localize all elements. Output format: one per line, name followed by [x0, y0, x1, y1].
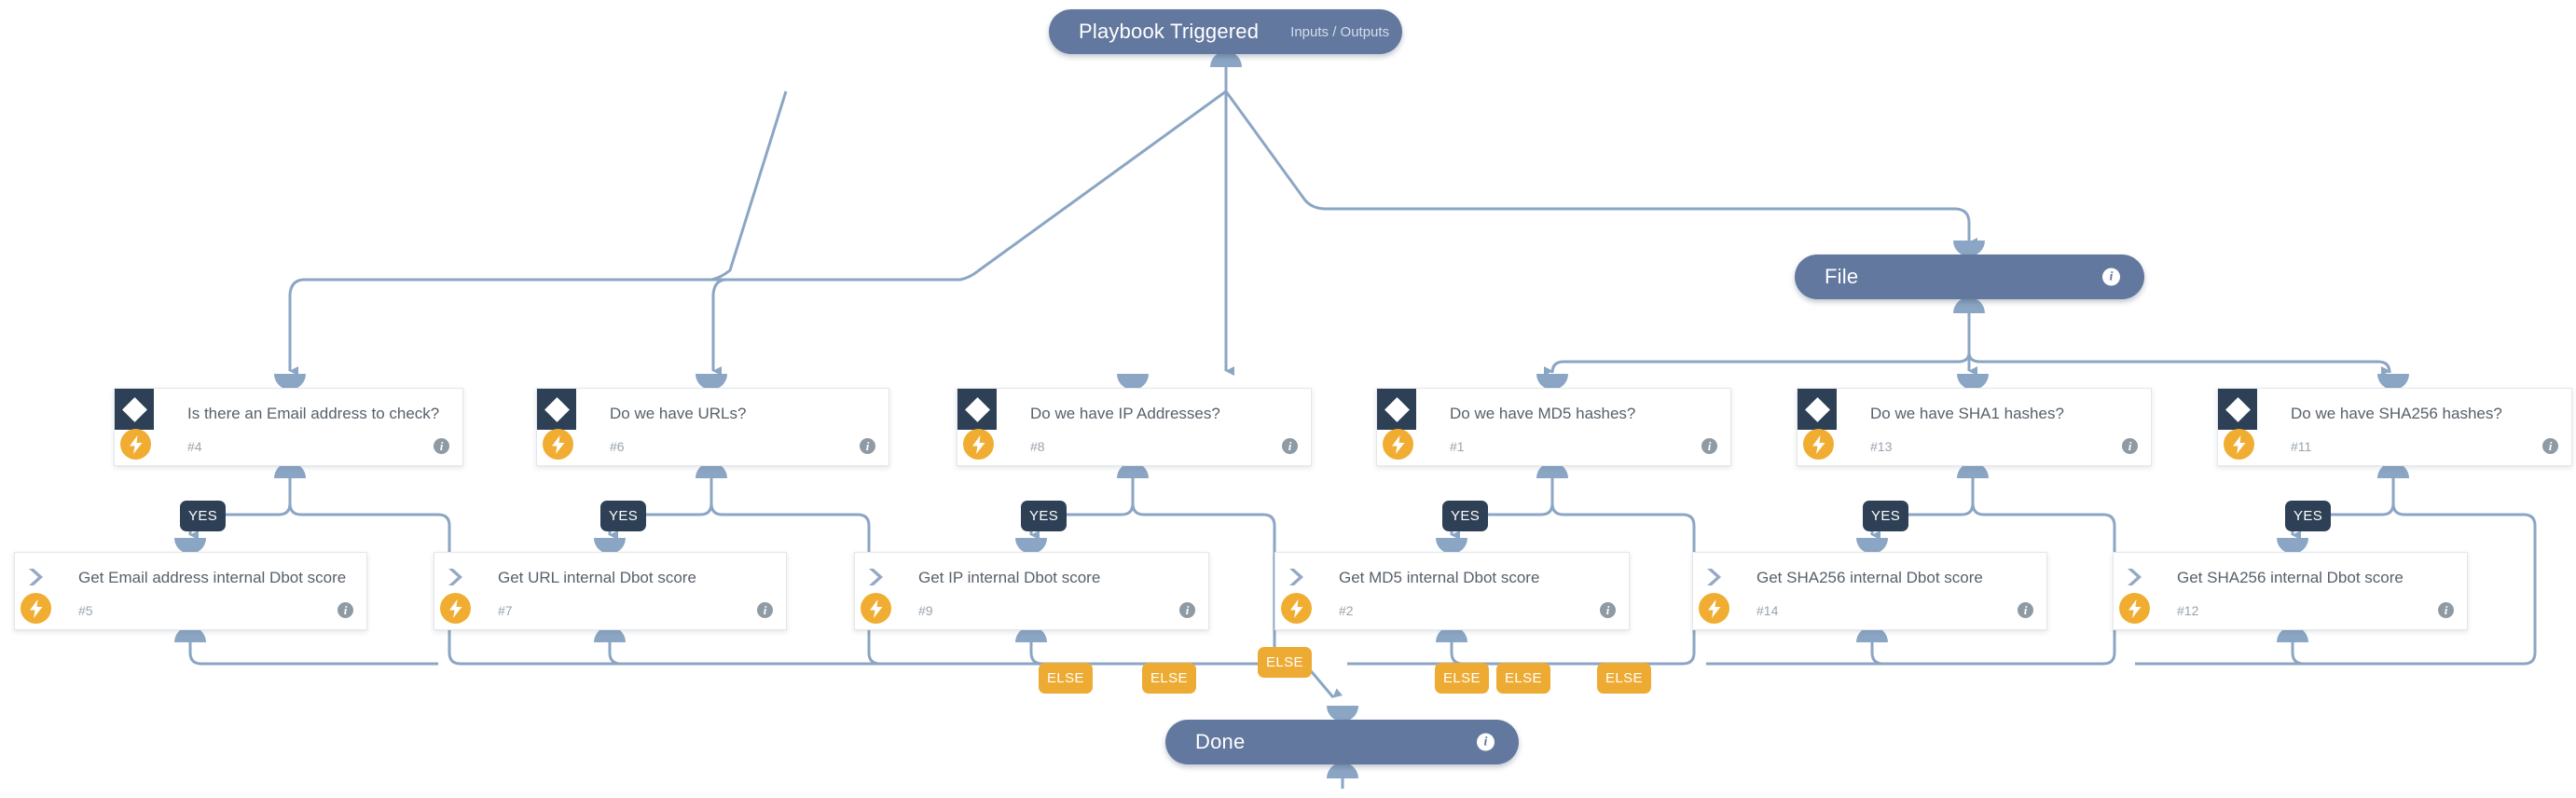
card-number: #6	[610, 439, 625, 454]
branch-badge-else[interactable]: ELSE	[1496, 663, 1550, 694]
info-icon[interactable]: i	[1179, 602, 1195, 618]
action-chevron-icon	[2125, 566, 2149, 588]
port-file-out	[1953, 297, 1985, 313]
branch-badge-yes[interactable]: YES	[2285, 501, 2332, 531]
branch-badge-else[interactable]: ELSE	[1142, 663, 1196, 694]
card-number: #12	[2177, 603, 2199, 618]
automation-bolt-icon	[543, 429, 573, 460]
automation-bolt-icon	[1699, 593, 1729, 624]
card-number: #1	[1450, 439, 1465, 454]
card-number: #11	[2291, 439, 2312, 454]
card-title: Get SHA256 internal Dbot score	[2177, 569, 2404, 586]
condition-diamond-icon	[115, 389, 154, 430]
action-chevron-icon	[26, 566, 50, 588]
card-action-2[interactable]: Get MD5 internal Dbot score #2 i	[1274, 552, 1630, 630]
branch-badge-else[interactable]: ELSE	[1258, 647, 1312, 678]
branch-badge-else[interactable]: ELSE	[1039, 663, 1093, 694]
card-title: Get Email address internal Dbot score	[78, 569, 347, 586]
card-action-7[interactable]: Get URL internal Dbot score #7 i	[434, 552, 787, 630]
done-title: Done	[1195, 730, 1246, 753]
info-icon[interactable]: i	[1701, 438, 1717, 454]
info-icon[interactable]: i	[1477, 733, 1495, 751]
card-title: Get URL internal Dbot score	[498, 569, 696, 586]
card-condition-11[interactable]: Do we have SHA256 hashes? #11 i	[2217, 388, 2572, 466]
branch-badge-yes[interactable]: YES	[1021, 501, 1068, 531]
card-title: Get SHA256 internal Dbot score	[1756, 569, 1983, 586]
card-number: #9	[918, 603, 933, 618]
card-title: Do we have SHA1 hashes?	[1870, 405, 2064, 422]
port-done-out	[1327, 763, 1358, 778]
card-title: Get MD5 internal Dbot score	[1339, 569, 1540, 586]
condition-diamond-icon	[1798, 389, 1837, 430]
automation-bolt-icon	[440, 593, 471, 624]
automation-bolt-icon	[2119, 593, 2150, 624]
branch-badge-yes[interactable]: YES	[1442, 501, 1489, 531]
card-condition-13[interactable]: Do we have SHA1 hashes? #13 i	[1797, 388, 2152, 466]
trigger-title: Playbook Triggered	[1079, 20, 1260, 43]
automation-bolt-icon	[1383, 429, 1413, 460]
info-icon[interactable]: i	[1600, 602, 1616, 618]
card-condition-6[interactable]: Do we have URLs? #6 i	[536, 388, 889, 466]
file-title: File	[1825, 265, 1859, 288]
card-number: #13	[1870, 439, 1893, 454]
card-number: #8	[1030, 439, 1045, 454]
automation-bolt-icon	[1803, 429, 1834, 460]
card-number: #7	[498, 603, 513, 618]
node-playbook-triggered[interactable]: Playbook Triggered Inputs / Outputs	[1049, 9, 1402, 54]
card-action-12[interactable]: Get SHA256 internal Dbot score #12 i	[2113, 552, 2468, 630]
branch-badge-yes[interactable]: YES	[180, 501, 227, 531]
card-title: Do we have IP Addresses?	[1030, 405, 1220, 422]
condition-diamond-icon	[957, 389, 997, 430]
trigger-inputs-outputs-link[interactable]: Inputs / Outputs	[1290, 23, 1390, 40]
card-title: Do we have MD5 hashes?	[1450, 405, 1636, 422]
automation-bolt-icon	[1281, 593, 1312, 624]
automation-bolt-icon	[2224, 429, 2254, 460]
card-title: Do we have SHA256 hashes?	[2291, 405, 2502, 422]
action-chevron-icon	[1287, 566, 1311, 588]
card-title: Do we have URLs?	[610, 405, 747, 422]
condition-diamond-icon	[537, 389, 576, 430]
card-condition-1[interactable]: Do we have MD5 hashes? #1 i	[1376, 388, 1731, 466]
branch-badge-yes[interactable]: YES	[600, 501, 647, 531]
card-number: #4	[187, 439, 202, 454]
card-number: #14	[1756, 603, 1779, 618]
node-file-section[interactable]: File i	[1795, 255, 2144, 299]
info-icon[interactable]: i	[2122, 438, 2138, 454]
action-chevron-icon	[1704, 566, 1729, 588]
automation-bolt-icon	[861, 593, 891, 624]
card-title: Get IP internal Dbot score	[918, 569, 1101, 586]
action-chevron-icon	[866, 566, 890, 588]
card-number: #5	[78, 603, 93, 618]
info-icon[interactable]: i	[2018, 602, 2033, 618]
card-title: Is there an Email address to check?	[187, 405, 440, 422]
node-done[interactable]: Done i	[1165, 720, 1519, 764]
branch-badge-else[interactable]: ELSE	[1597, 663, 1651, 694]
info-icon[interactable]: i	[2542, 438, 2558, 454]
card-action-5[interactable]: Get Email address internal Dbot score #5…	[14, 552, 367, 630]
action-chevron-icon	[446, 566, 470, 588]
card-action-9[interactable]: Get IP internal Dbot score #9 i	[854, 552, 1209, 630]
info-icon[interactable]: i	[860, 438, 875, 454]
automation-bolt-icon	[120, 429, 151, 460]
card-condition-8[interactable]: Do we have IP Addresses? #8 i	[957, 388, 1312, 466]
branch-badge-yes[interactable]: YES	[1863, 501, 1909, 531]
info-icon[interactable]: i	[1282, 438, 1298, 454]
info-icon[interactable]: i	[2438, 602, 2454, 618]
condition-diamond-icon	[2218, 389, 2257, 430]
automation-bolt-icon	[963, 429, 994, 460]
info-icon[interactable]: i	[434, 438, 449, 454]
info-icon[interactable]: i	[2102, 268, 2120, 286]
info-icon[interactable]: i	[337, 602, 353, 618]
automation-bolt-icon	[21, 593, 51, 624]
card-action-14[interactable]: Get SHA256 internal Dbot score #14 i	[1692, 552, 2047, 630]
branch-badge-else[interactable]: ELSE	[1435, 663, 1489, 694]
condition-diamond-icon	[1377, 389, 1416, 430]
card-number: #2	[1339, 603, 1354, 618]
info-icon[interactable]: i	[757, 602, 773, 618]
card-condition-4[interactable]: Is there an Email address to check? #4 i	[114, 388, 463, 466]
